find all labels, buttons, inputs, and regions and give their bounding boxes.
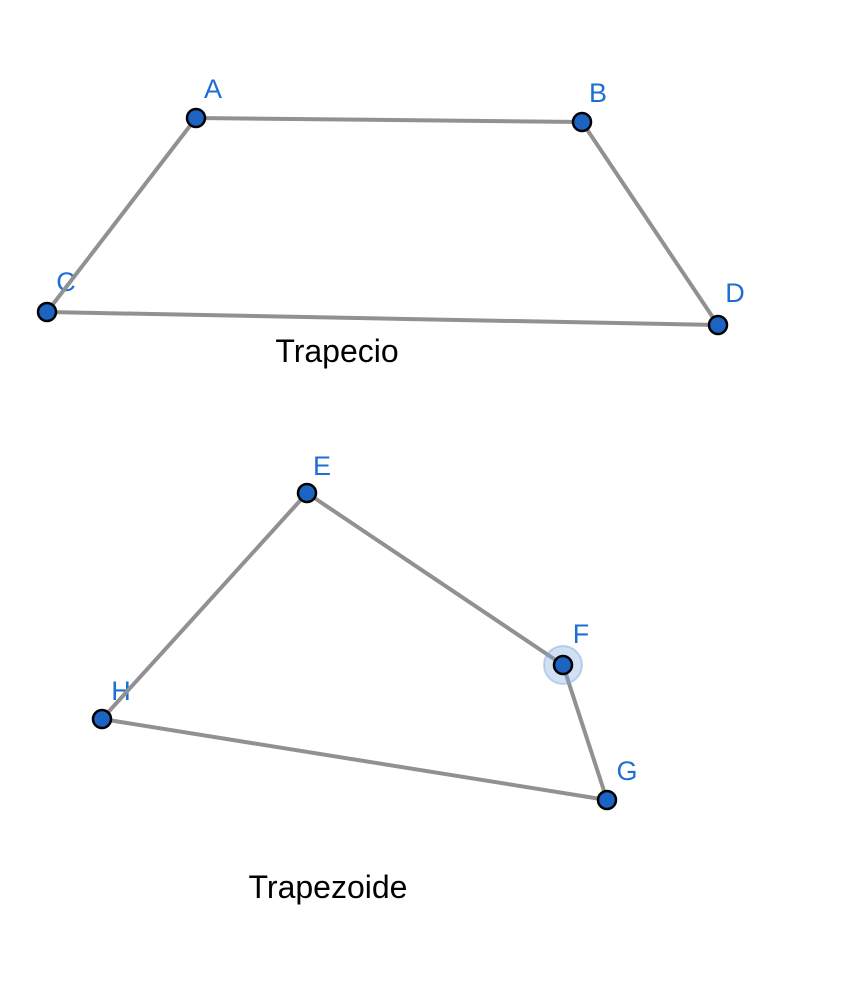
point-F[interactable] [552, 654, 574, 676]
vertex-label-A: A [204, 74, 222, 104]
point-B[interactable] [571, 111, 593, 133]
edge-EF[interactable] [305, 491, 565, 667]
point-D[interactable] [707, 314, 729, 336]
vertex-label-G: G [616, 756, 637, 786]
point-A[interactable] [185, 107, 207, 129]
edge-CA[interactable] [45, 116, 198, 314]
figure-caption-trapezoide: Trapezoide [249, 869, 408, 905]
edge-AB[interactable] [194, 116, 584, 124]
vertex-label-F: F [573, 619, 590, 649]
point-G[interactable] [596, 789, 618, 811]
point-C[interactable] [36, 301, 58, 323]
figure-caption-trapecio: Trapecio [275, 333, 398, 369]
edge-GH[interactable] [100, 717, 609, 802]
vertex-label-E: E [313, 451, 331, 481]
vertex-label-B: B [589, 78, 607, 108]
edge-DC[interactable] [45, 310, 720, 327]
edge-HE[interactable] [100, 491, 309, 721]
point-H[interactable] [91, 708, 113, 730]
vertex-label-D: D [725, 278, 745, 308]
edge-BD[interactable] [580, 120, 720, 327]
figure-trapezoide: E F G H Trapezoide [91, 451, 638, 905]
point-E[interactable] [296, 482, 318, 504]
vertex-label-C: C [56, 267, 76, 297]
figure-trapecio: A B C D Trapecio [36, 74, 745, 369]
edge-FG[interactable] [561, 663, 609, 802]
vertex-label-H: H [111, 676, 131, 706]
